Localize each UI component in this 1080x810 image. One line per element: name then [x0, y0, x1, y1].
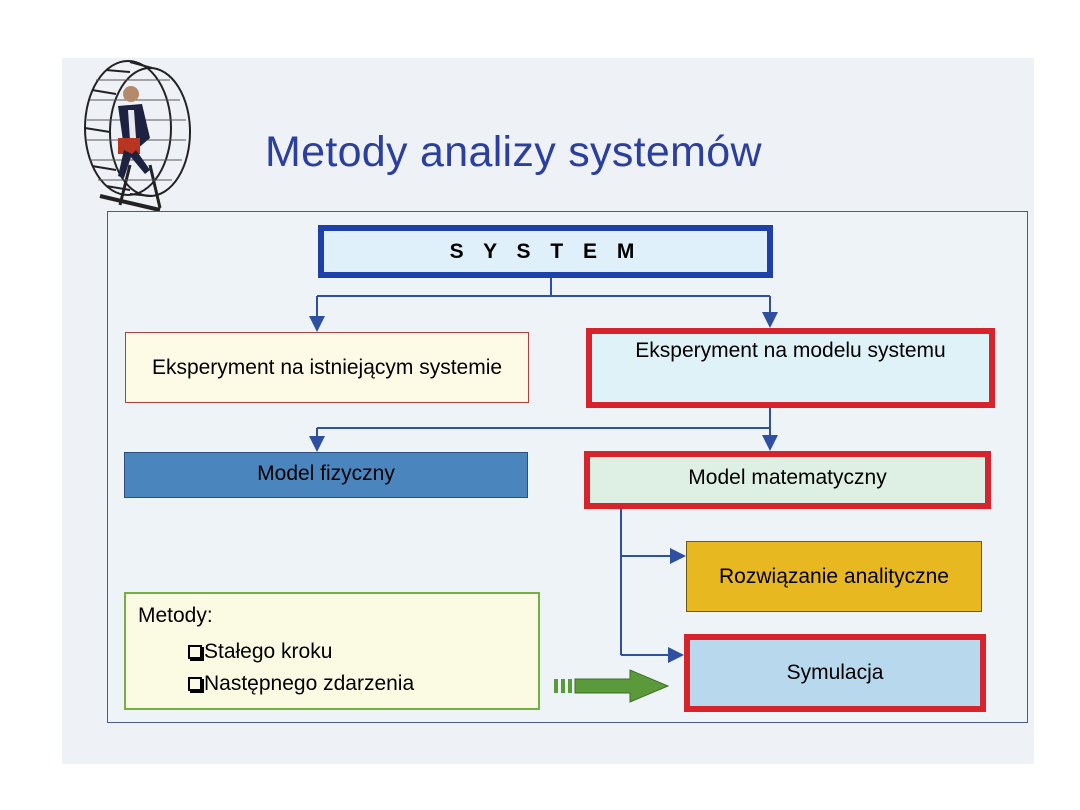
experiment-real-system-box: Eksperyment na istniejącym systemie: [125, 332, 529, 403]
checkbox-icon: [188, 645, 202, 659]
mathematical-model-box: Model matematyczny: [584, 451, 991, 509]
methods-item-label: Następnego zdarzenia: [204, 672, 415, 695]
methods-box: Metody: Stałego kroku Następnego zdarzen…: [124, 592, 540, 710]
system-box: S Y S T E M: [318, 225, 773, 278]
analytic-solution-box: Rozwiązanie analityczne: [686, 541, 982, 612]
methods-item: Następnego zdarzenia: [188, 672, 414, 696]
simulation-box: Symulacja: [684, 634, 986, 712]
experiment-model-box: Eksperyment na modelu systemu: [586, 328, 995, 408]
page-title: Metody analizy systemów: [265, 128, 762, 176]
physical-model-box: Model fizyczny: [124, 452, 528, 498]
methods-item: Stałego kroku: [188, 640, 332, 664]
checkbox-icon: [188, 677, 202, 691]
methods-heading: Metody:: [138, 604, 213, 627]
methods-item-label: Stałego kroku: [204, 640, 333, 663]
